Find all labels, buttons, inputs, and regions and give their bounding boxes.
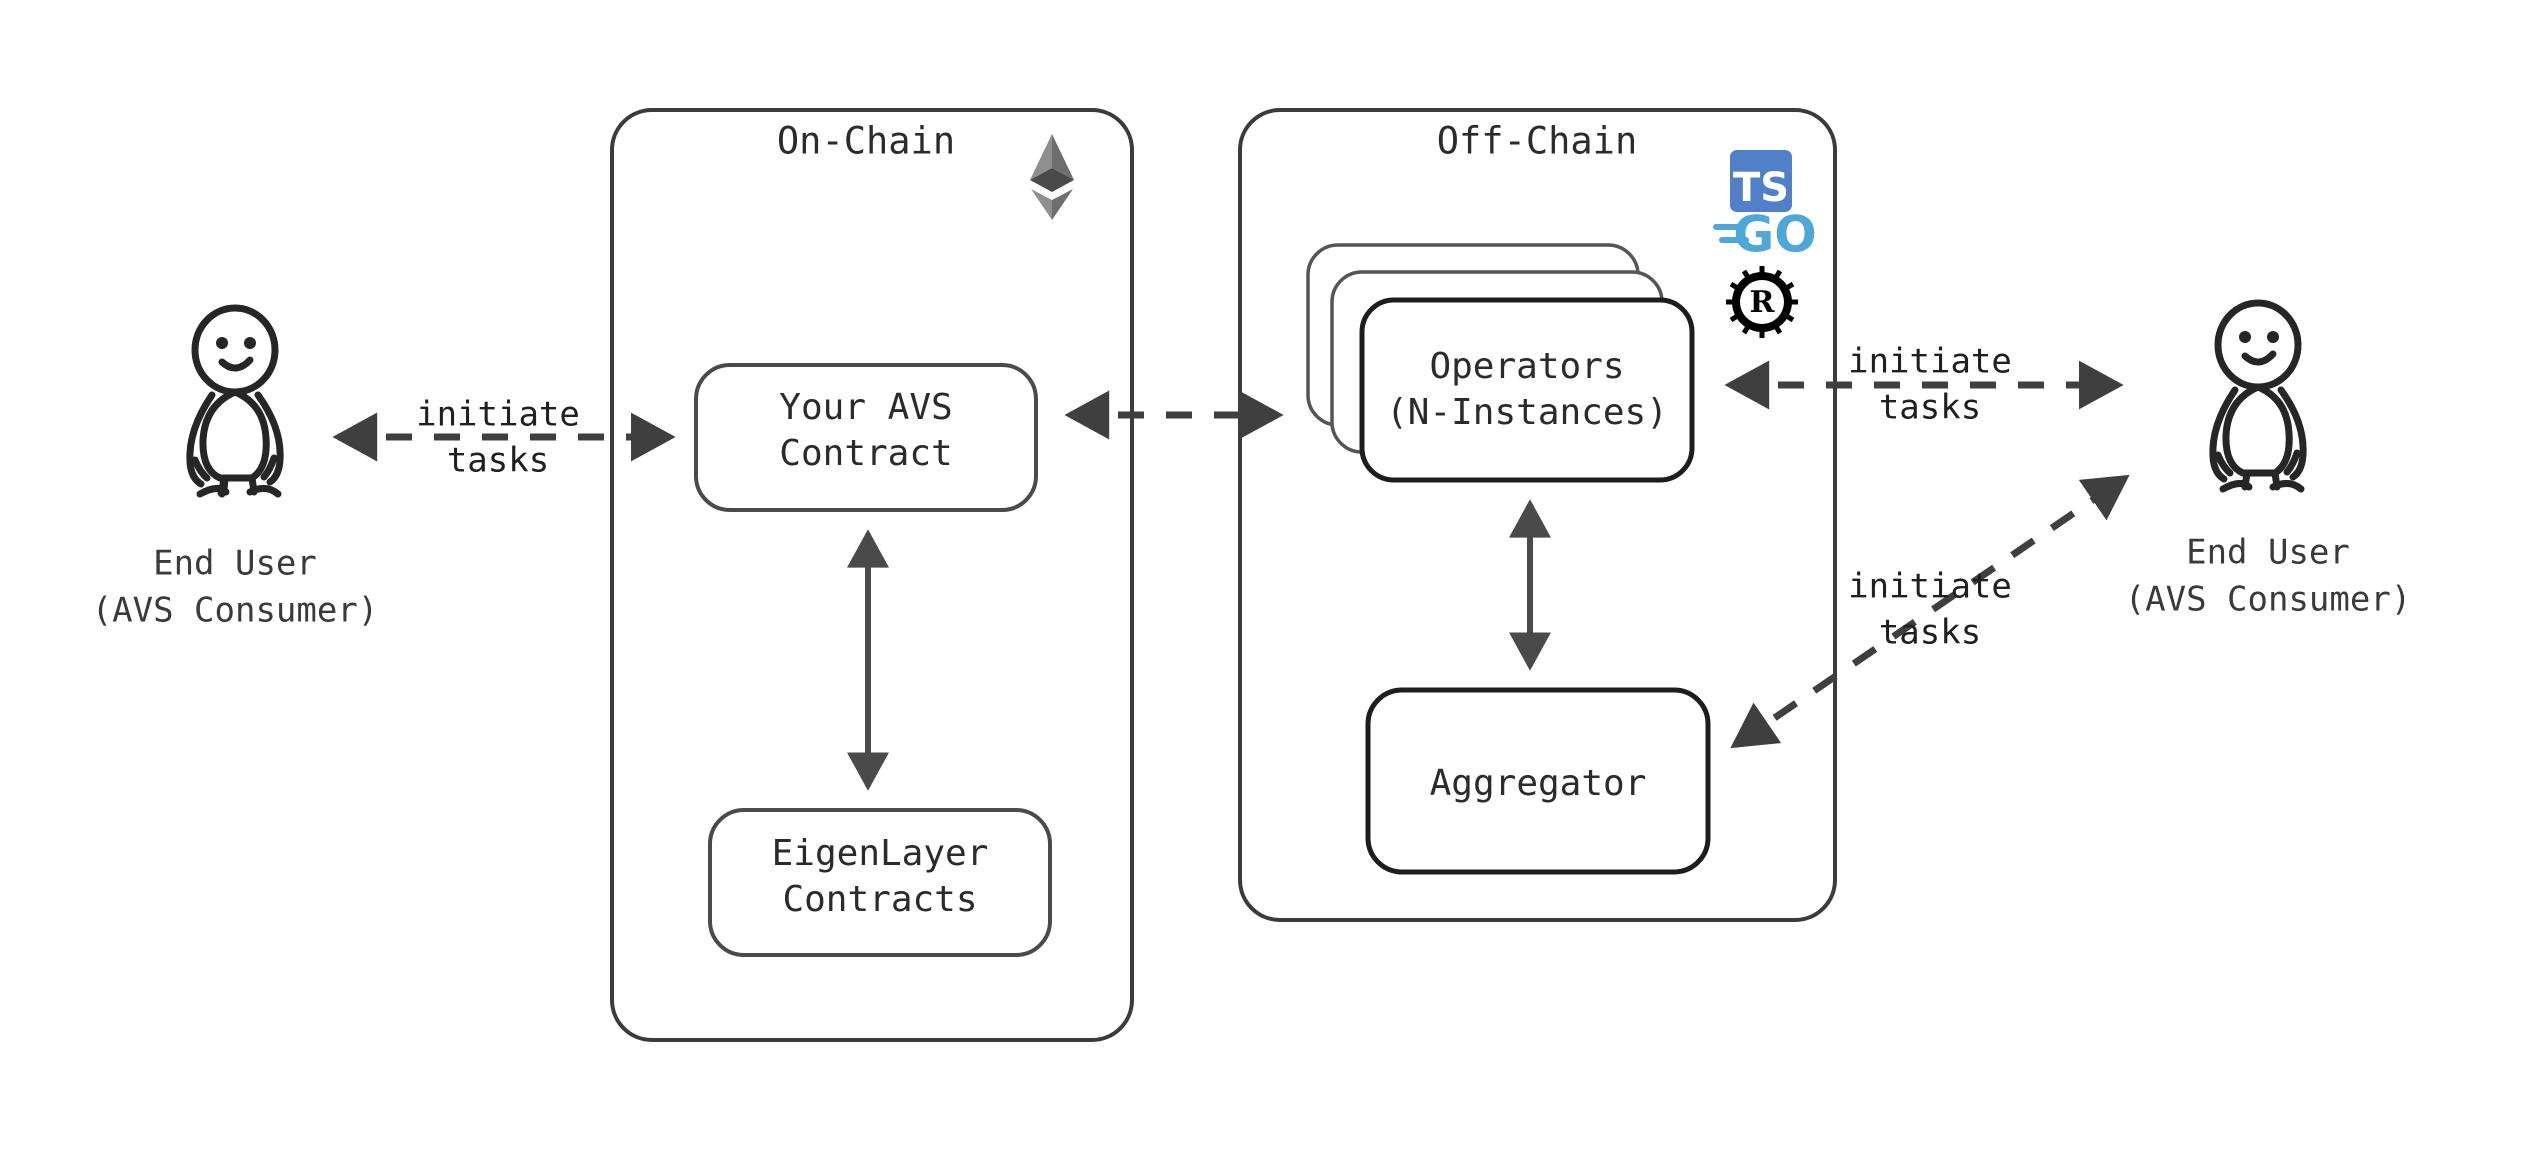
node-eigenlayer-contracts-line1: EigenLayer (772, 833, 989, 874)
node-avs-contract[interactable]: Your AVS Contract (694, 363, 1038, 512)
panel-on-chain-title: On-Chain (777, 120, 955, 163)
edge-user-left-label-line2: tasks (447, 441, 549, 481)
ethereum-icon (1030, 134, 1074, 220)
node-operators-line2: (N-Instances) (1386, 392, 1668, 433)
actor-end-user-left: End User (AVS Consumer) (92, 304, 379, 631)
panel-off-chain-title: Off-Chain (1437, 120, 1637, 163)
edge-user-right-operators-label-line1: initiate (1848, 342, 2012, 382)
edge-user-right-operators-label-line2: tasks (1879, 388, 1981, 428)
actor-end-user-right: End User (AVS Consumer) (2125, 299, 2412, 620)
edge-user-right-to-aggregator: initiate tasks (1730, 474, 2130, 749)
svg-text:R: R (1750, 285, 1776, 320)
node-avs-contract-line2: Contract (779, 433, 952, 474)
node-eigenlayer-contracts[interactable]: EigenLayer Contracts (708, 808, 1052, 957)
node-operators[interactable]: Operators (N-Instances) (1359, 297, 1695, 483)
edge-user-right-to-operators: initiate tasks (1724, 342, 2124, 428)
node-operators-line1: Operators (1429, 346, 1624, 387)
go-icon: GO (1713, 206, 1817, 264)
actor-end-user-right-line2: (AVS Consumer) (2125, 580, 2412, 620)
node-aggregator-label: Aggregator (1430, 763, 1647, 804)
edge-user-right-aggregator-label-line1: initiate (1848, 567, 2012, 607)
edge-user-left-label-line1: initiate (416, 395, 580, 435)
svg-text:TS: TS (1733, 165, 1789, 211)
node-avs-contract-line1: Your AVS (779, 387, 952, 428)
actor-end-user-left-line1: End User (153, 544, 317, 584)
actor-end-user-left-line2: (AVS Consumer) (92, 591, 379, 631)
edge-user-left-to-avs-contract: initiate tasks (332, 395, 676, 481)
node-aggregator[interactable]: Aggregator (1365, 687, 1711, 875)
node-eigenlayer-contracts-line2: Contracts (782, 879, 977, 920)
rust-icon: R (1726, 266, 1798, 338)
typescript-icon: TS (1730, 150, 1792, 212)
actor-end-user-right-line1: End User (2186, 533, 2350, 573)
svg-text:GO: GO (1733, 206, 1817, 264)
edge-user-right-aggregator-label-line2: tasks (1879, 613, 1981, 653)
